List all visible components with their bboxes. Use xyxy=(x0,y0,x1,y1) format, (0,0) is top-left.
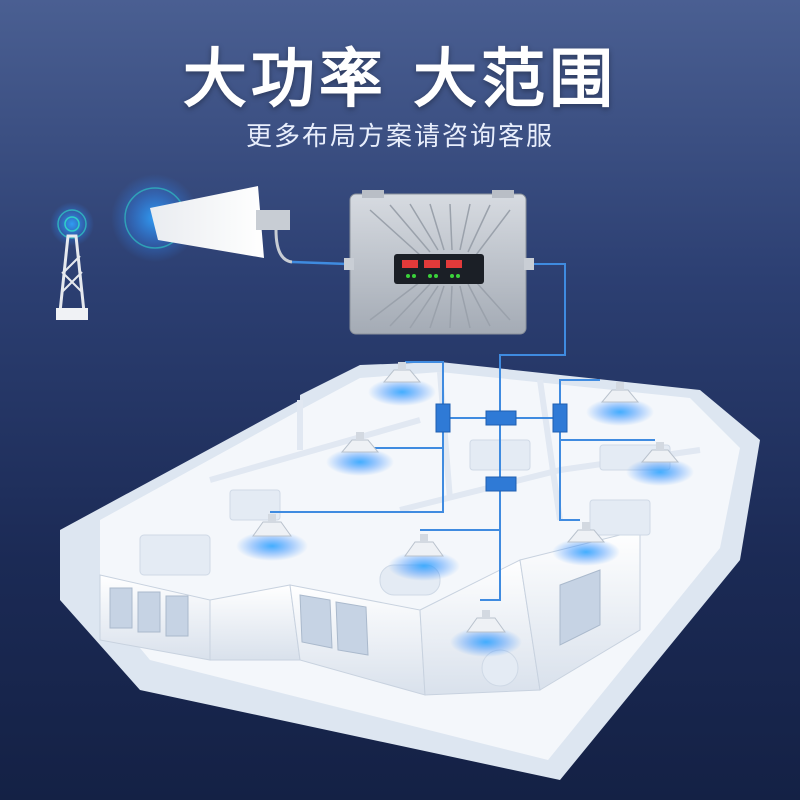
subline: 更多布局方案请咨询客服 xyxy=(245,122,554,152)
headline: 大功率 大范围 xyxy=(182,43,618,117)
cell-tower-icon xyxy=(50,202,94,320)
ceiling-antenna-icon xyxy=(388,534,460,581)
splitter-icon xyxy=(552,403,568,433)
ceiling-antenna-icon xyxy=(236,514,308,561)
splitter-icon xyxy=(485,476,517,492)
ceiling-antenna-icon xyxy=(586,382,654,426)
splitter-icon xyxy=(485,410,517,426)
splitter-icon xyxy=(435,403,451,433)
ceiling-antenna-icon xyxy=(552,522,620,566)
ceiling-antenna-icon xyxy=(450,610,522,657)
antenna-cable xyxy=(291,260,349,266)
ceiling-antenna-icon xyxy=(326,432,394,476)
ceiling-antenna-icon xyxy=(626,442,694,486)
yagi-antenna-icon xyxy=(111,174,293,264)
signal-repeater-icon xyxy=(344,190,534,335)
ceiling-antenna-icon xyxy=(368,362,436,406)
